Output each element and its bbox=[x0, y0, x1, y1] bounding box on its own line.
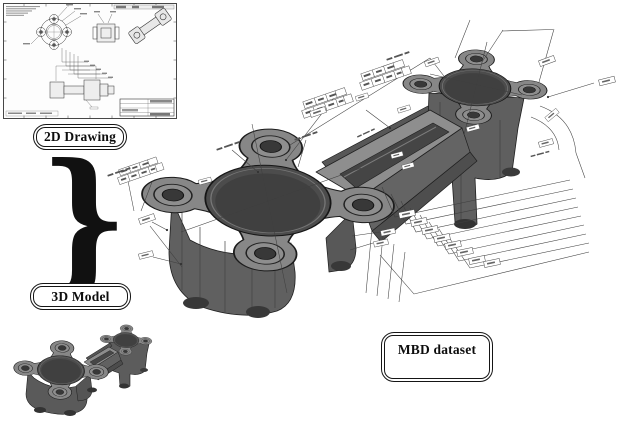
section-view bbox=[49, 65, 115, 110]
mbd-dataset-label: MBD dataset bbox=[381, 332, 493, 382]
2d-drawing-thumbnail bbox=[3, 3, 177, 119]
revision-strip bbox=[113, 4, 175, 10]
leader-dots bbox=[165, 95, 550, 266]
2d-drawing-label-text: 2D Drawing bbox=[36, 127, 124, 147]
title-block bbox=[119, 98, 175, 117]
bottom-strip bbox=[5, 110, 59, 117]
side-view bbox=[92, 11, 120, 43]
3d-model-label-text: 3D Model bbox=[33, 286, 128, 307]
mbd-dataset-label-text: MBD dataset bbox=[384, 335, 490, 379]
drawing-notes bbox=[6, 6, 40, 16]
2d-drawing-label: 2D Drawing bbox=[33, 124, 127, 150]
3d-model-render bbox=[6, 306, 170, 416]
iso-view bbox=[128, 8, 172, 44]
curly-brace: } bbox=[39, 131, 129, 307]
3d-model-label: 3D Model bbox=[30, 283, 131, 310]
